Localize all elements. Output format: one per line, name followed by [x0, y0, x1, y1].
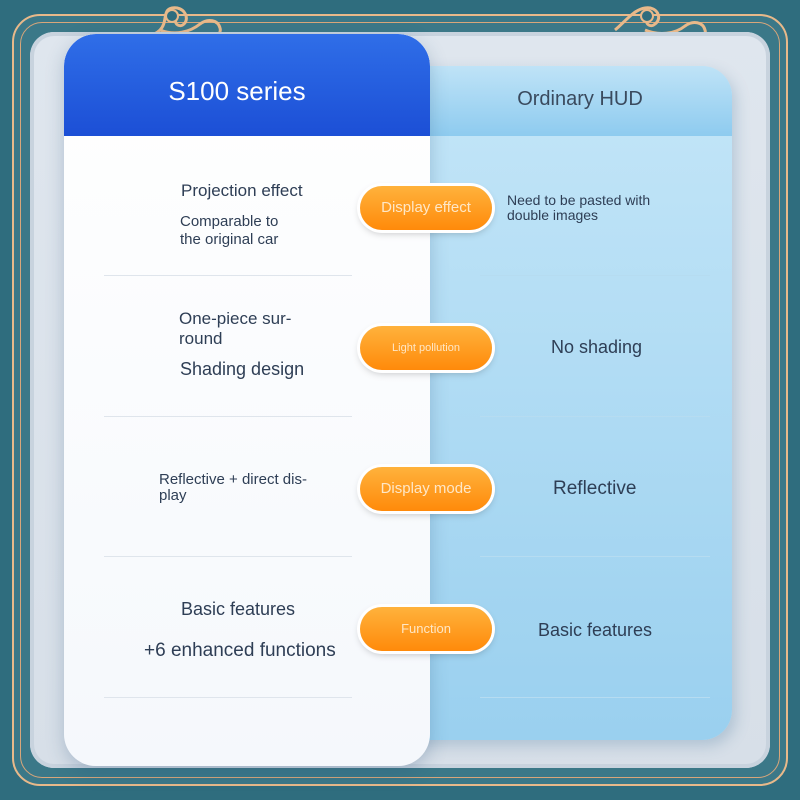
- row-divider-left: [104, 416, 352, 417]
- s100-series-title: S100 series: [168, 76, 306, 106]
- row-divider-right: [480, 275, 710, 276]
- s100-feature-text: Basic features: [181, 599, 296, 619]
- s100-feature-text: +6 enhanced functions: [144, 640, 336, 661]
- s100-feature-text: round: [179, 329, 223, 348]
- ordinary-hud-feature-text: Reflective: [553, 478, 637, 499]
- row-divider-left: [104, 556, 352, 557]
- s100-feature-text: Projection effect: [181, 181, 303, 200]
- ordinary-hud-feature-text: double images: [507, 207, 599, 223]
- row-divider-right: [480, 416, 710, 417]
- s100-feature-text: Comparable to: [180, 213, 279, 230]
- s100-feature-text: Shading design: [180, 359, 305, 379]
- s100-feature-text: play: [159, 487, 187, 504]
- row-divider-right: [480, 697, 710, 698]
- row-divider-left: [104, 697, 352, 698]
- ordinary-hud-feature-text: Need to be pasted with: [507, 192, 651, 208]
- s100-feature-text: One-piece sur-: [179, 309, 292, 328]
- category-pill-display-effect: Display effect: [360, 186, 492, 230]
- ordinary-hud-feature-text: Basic features: [538, 620, 653, 640]
- row-divider-right: [480, 556, 710, 557]
- decorative-frame-inner: [20, 22, 780, 778]
- s100-series-header: [64, 34, 430, 136]
- category-pill-light-pollution: Light pollution: [360, 326, 492, 370]
- row-divider-left: [104, 275, 352, 276]
- ordinary-hud-header: [400, 66, 732, 136]
- category-pill-function: Function: [360, 607, 492, 651]
- ordinary-hud-feature-text: No shading: [551, 337, 643, 357]
- s100-feature-text: the original car: [180, 231, 279, 248]
- category-pill-display-mode: Display mode: [360, 467, 492, 511]
- ordinary-hud-title: Ordinary HUD: [517, 88, 643, 110]
- s100-feature-text: Reflective + direct dis-: [159, 471, 307, 488]
